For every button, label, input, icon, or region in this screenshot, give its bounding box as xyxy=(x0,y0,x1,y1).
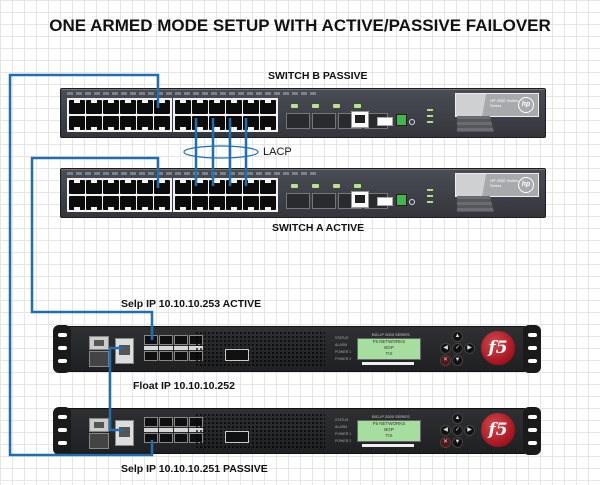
usb-ports xyxy=(89,351,109,367)
hp-logo-icon: hp xyxy=(518,97,534,113)
qsfp-port xyxy=(225,431,249,443)
reset-button xyxy=(409,119,415,125)
right-arrow-icon: ▶ xyxy=(464,343,475,354)
console-port xyxy=(351,191,369,208)
console-port xyxy=(351,111,369,128)
check-icon: ✓ xyxy=(452,343,463,354)
rack-ear-left xyxy=(53,325,71,373)
port-bank-1 xyxy=(67,178,172,212)
down-arrow-icon: ▼ xyxy=(452,355,463,366)
up-arrow-icon: ▲ xyxy=(452,331,463,342)
up-arrow-icon: ▲ xyxy=(452,413,463,424)
diagram-title: ONE ARMED MODE SETUP WITH ACTIVE/PASSIVE… xyxy=(49,16,551,35)
sfp-led-row xyxy=(291,184,361,188)
port-bank-2 xyxy=(173,98,278,132)
check-icon: ✓ xyxy=(452,425,463,436)
left-arrow-icon: ◀ xyxy=(440,343,451,354)
series-label: BIG-IP 2000 SERIES xyxy=(372,414,410,419)
nav-buttons: ▲ ◀ ✓ ▶ ✕ ▼ xyxy=(437,412,477,450)
mgmt-port xyxy=(89,418,109,432)
mgmt-port xyxy=(89,336,109,350)
port-label-strip xyxy=(67,92,317,95)
sfp-led-row xyxy=(291,104,361,108)
usb-port xyxy=(377,117,393,126)
console-port xyxy=(115,338,134,364)
vent-grille xyxy=(195,413,325,449)
console-port xyxy=(115,420,134,446)
rack-ear-left xyxy=(53,407,71,455)
usb-ports xyxy=(89,433,109,449)
status-leds xyxy=(427,189,433,205)
series-label: BIG-IP 2000 SERIES xyxy=(372,332,410,337)
sfp-ports xyxy=(286,193,388,209)
switch-b: HP 2530 Switch Series hp xyxy=(60,88,546,138)
rack-ear-right xyxy=(523,325,541,373)
usb-port xyxy=(377,197,393,206)
brand-panel-lower xyxy=(457,196,494,212)
brand-text: HP 2530 Switch Series xyxy=(490,178,519,188)
hp-logo-icon: hp xyxy=(518,177,534,193)
power-led xyxy=(396,114,407,126)
brand-text: HP 2530 Switch Series xyxy=(490,98,519,108)
switch-b-label: SWITCH B PASSIVE xyxy=(268,70,368,82)
power-led xyxy=(396,194,407,206)
f5-logo-icon: f5 xyxy=(481,413,515,447)
brand-panel-lower xyxy=(457,116,494,132)
f5-active-ip-label: Selp IP 10.10.10.253 ACTIVE xyxy=(121,298,262,310)
left-arrow-icon: ◀ xyxy=(440,425,451,436)
f5-passive-ip-label: Selp IP 10.10.10.251 PASSIVE xyxy=(121,463,268,475)
rack-ear-right xyxy=(523,407,541,455)
switch-a-label: SWITCH A ACTIVE xyxy=(272,222,365,234)
brand-panel: HP 2530 Switch Series hp xyxy=(455,93,539,117)
down-arrow-icon: ▼ xyxy=(452,437,463,448)
cancel-icon: ✕ xyxy=(440,437,451,448)
status-leds xyxy=(427,109,433,125)
vent-grille xyxy=(195,331,325,367)
reset-button xyxy=(409,199,415,205)
sfp-ports xyxy=(286,113,388,129)
brand-panel: HP 2530 Switch Series hp xyxy=(455,173,539,197)
lcd-bar xyxy=(362,362,414,365)
lcd-bar xyxy=(362,444,414,447)
lacp-label: LACP xyxy=(263,146,292,158)
port-bank-2 xyxy=(173,178,278,212)
right-arrow-icon: ▶ xyxy=(464,425,475,436)
switch-a: HP 2530 Switch Series hp xyxy=(60,168,546,218)
port-bank-1 xyxy=(67,98,172,132)
port-label-strip xyxy=(67,172,317,175)
qsfp-port xyxy=(225,349,249,361)
float-ip-label: Float IP 10.10.10.252 xyxy=(133,380,235,392)
nav-buttons: ▲ ◀ ✓ ▶ ✕ ▼ xyxy=(437,330,477,368)
lacp-bundle-ellipse xyxy=(183,145,259,159)
f5-logo-icon: f5 xyxy=(481,331,515,365)
cancel-icon: ✕ xyxy=(440,355,451,366)
